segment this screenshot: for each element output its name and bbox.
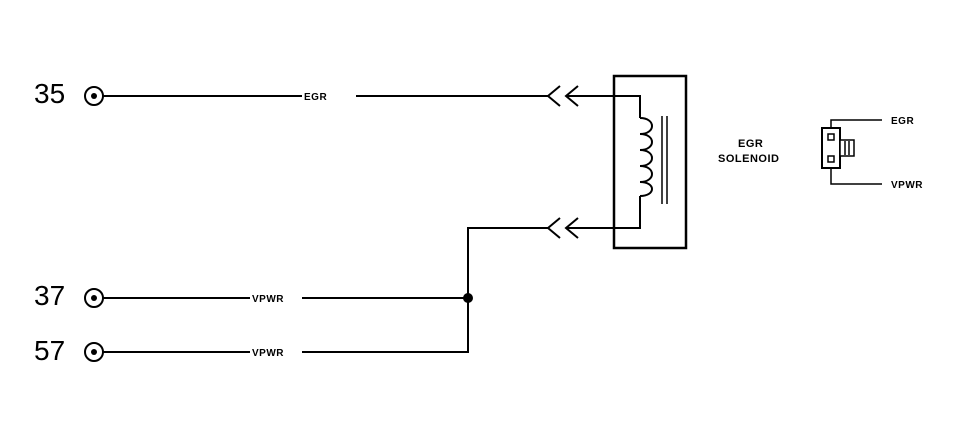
pin-terminal-dot (91, 93, 97, 99)
egr-wire-label: EGR (304, 92, 327, 103)
connector-label-bottom: VPWR (891, 180, 923, 191)
splice-dot (463, 293, 473, 303)
connector-lead-bottom (830, 168, 882, 185)
egr-solenoid (612, 74, 688, 250)
vpwr-wire-57-right (302, 227, 548, 353)
pin-terminal-dot (91, 349, 97, 355)
connector-chevron-icon (546, 85, 561, 107)
connector-lead-top (830, 119, 882, 128)
pin-terminal-dot (91, 295, 97, 301)
vpwr-wire-37-label: VPWR (252, 294, 284, 305)
pin-57-circuit: 57 VPWR (34, 217, 640, 366)
coil-lead-top (614, 95, 641, 118)
connector-latch-icon (839, 139, 855, 157)
component-label-line2: SOLENOID (718, 153, 779, 165)
pin-number-35: 35 (34, 78, 65, 109)
pin-number-37: 37 (34, 280, 65, 311)
coil-lead-bottom (614, 196, 641, 229)
connector-face-view (821, 119, 882, 185)
connector-label-top: EGR (891, 116, 914, 127)
connector-chevron-icon (546, 217, 561, 239)
pin-number-57: 57 (34, 335, 65, 366)
connector-cavity-icon (827, 133, 835, 141)
vpwr-wire-57-label: VPWR (252, 348, 284, 359)
pin-35-circuit: 35 EGR (34, 78, 640, 109)
coil-icon (639, 117, 653, 197)
pin-37-circuit: 37 VPWR (34, 280, 468, 311)
component-label-line1: EGR (738, 138, 763, 150)
connector-cavity-icon (827, 155, 835, 163)
